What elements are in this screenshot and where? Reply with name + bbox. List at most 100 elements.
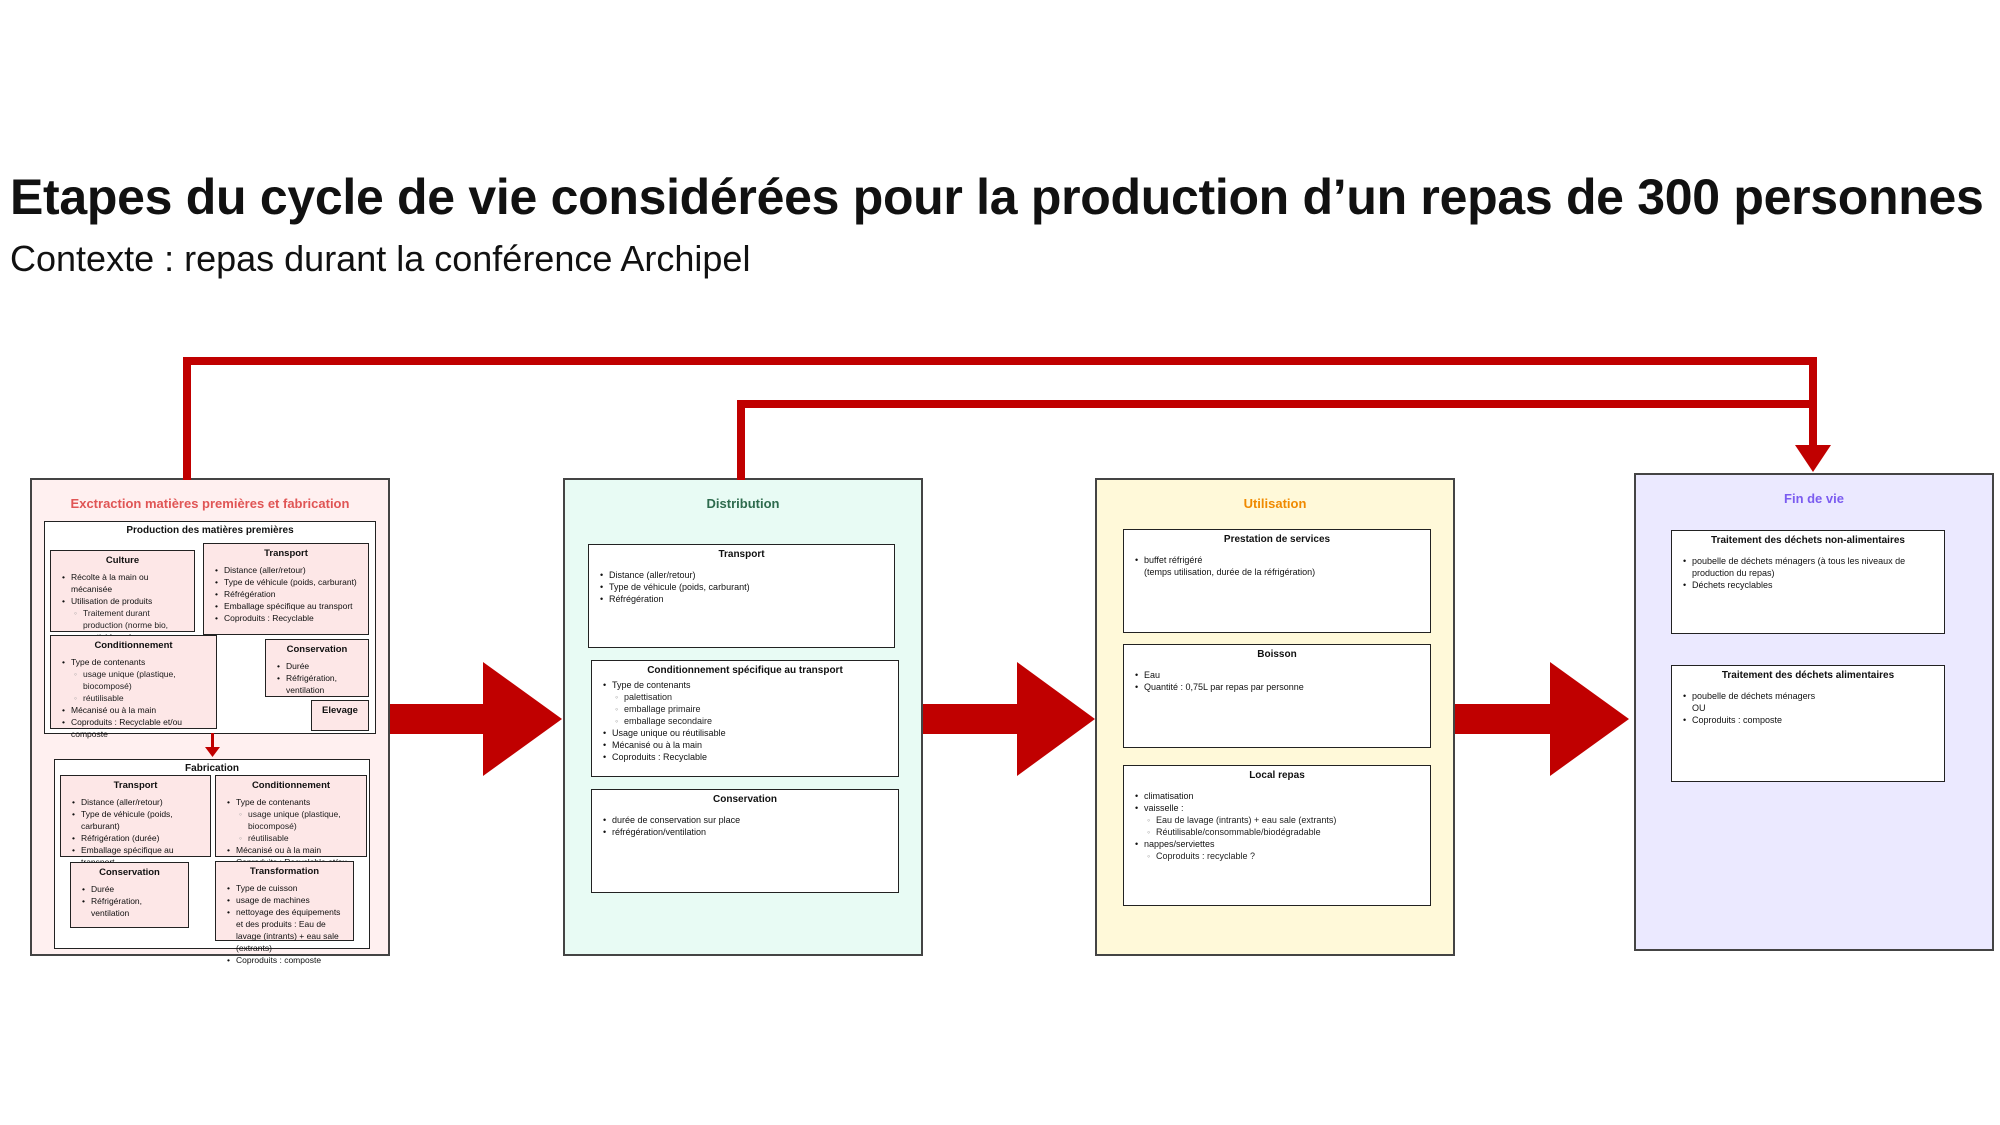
list-item: Usage unique ou réutilisable: [603, 727, 890, 739]
loop-line-top: [183, 357, 1817, 365]
fab-conditionnement-title: Conditionnement: [251, 780, 331, 791]
arrow-production-to-fabrication-line: [211, 733, 214, 750]
list-item: Mécanisé ou à la main: [603, 739, 890, 751]
fab-transformation-box: Transformation Type de cuissonusage de m…: [215, 861, 354, 966]
stage-extraction-title: Exctraction matières premières et fabric…: [70, 496, 350, 511]
list-item: nappes/serviettes: [1135, 838, 1422, 850]
list-item: Récolte à la main ou mécanisée: [62, 571, 186, 595]
elevage-box: Elevage: [311, 700, 369, 731]
list-item: Distance (aller/retour): [72, 796, 202, 808]
list-item: Réfrigération (durée): [72, 832, 202, 844]
dechets-non-alimentaires-box: Traitement des déchets non-alimentaires …: [1671, 530, 1945, 634]
page-subtitle: Contexte : repas durant la conférence Ar…: [10, 238, 751, 279]
fabrication-group: Fabrication Transport Distance (aller/re…: [54, 759, 370, 966]
fabrication-title: Fabrication: [185, 763, 239, 774]
dist-conditionnement-box: Conditionnement spécifique au transport …: [591, 660, 899, 777]
arrow-production-to-fabrication-head: [205, 747, 220, 757]
dist-conditionnement-title: Conditionnement spécifique au transport: [647, 665, 843, 676]
prestation-box: Prestation de services buffet réfrigéré(…: [1123, 529, 1431, 633]
list-item: réfrégération/ventilation: [603, 826, 890, 838]
sub-list-item: réutilisable: [71, 692, 208, 704]
list-item: Distance (aller/retour): [600, 569, 886, 581]
list-item: poubelle de déchets ménagers: [1683, 690, 1936, 702]
arrow-distribution-to-utilisation: [923, 662, 1095, 776]
arrow-extraction-to-distribution: [390, 662, 562, 776]
list-item: Emballage spécifique au transport: [215, 600, 360, 612]
list-item: (temps utilisation, durée de la réfrigér…: [1144, 567, 1316, 577]
culture-title: Culture: [105, 555, 140, 566]
fab-conservation-box: Conservation DuréeRéfrigération, ventila…: [70, 862, 189, 928]
list-item: Quantité : 0,75L par repas par personne: [1135, 681, 1422, 693]
stage-utilisation: Utilisation Prestation de services buffe…: [1095, 478, 1455, 956]
fab-transformation-title: Transformation: [249, 866, 320, 877]
page-title: Etapes du cycle de vie considérées pour …: [10, 169, 1984, 225]
list-item: Utilisation de produits: [62, 595, 186, 607]
loop-line-second-riser: [737, 400, 745, 480]
list-item: Durée: [277, 660, 360, 672]
list-item: Type de contenants: [227, 796, 358, 808]
list-item: Type de contenants: [62, 656, 208, 668]
list-item: climatisation: [1135, 790, 1422, 802]
sub-list-item: emballage primaire: [612, 703, 890, 715]
boisson-title: Boisson: [1257, 649, 1297, 660]
stage-distribution-title: Distribution: [706, 496, 780, 511]
list-item: OU: [1692, 703, 1706, 713]
dechets-alimentaires-box: Traitement des déchets alimentaires poub…: [1671, 665, 1945, 782]
loop-arrowhead-down: [1795, 445, 1831, 472]
list-item: usage de machines: [227, 894, 345, 906]
list-item: Coproduits : composte: [1683, 714, 1936, 726]
stage-utilisation-title: Utilisation: [1243, 496, 1307, 511]
prod-conservation-box: Conservation DuréeRéfrigération, ventila…: [265, 639, 369, 697]
list-item: Type de véhicule (poids, carburant): [600, 581, 886, 593]
dist-conservation-box: Conservation durée de conservation sur p…: [591, 789, 899, 893]
sub-list-item: palettisation: [612, 691, 890, 703]
dechets-alimentaires-title: Traitement des déchets alimentaires: [1721, 670, 1895, 681]
fab-conservation-title: Conservation: [99, 867, 160, 878]
sub-list-item: Réutilisable/consommable/biodégradable: [1144, 826, 1422, 838]
stage-fin-de-vie: Fin de vie Traitement des déchets non-al…: [1634, 473, 1994, 951]
sub-list-item: usage unique (plastique, biocomposé): [71, 668, 208, 692]
fab-transport-title: Transport: [113, 780, 158, 791]
dist-conservation-title: Conservation: [713, 794, 777, 805]
sub-list-item: réutilisable: [236, 832, 358, 844]
dechets-non-alimentaires-title: Traitement des déchets non-alimentaires: [1711, 535, 1905, 546]
dist-transport-title: Transport: [718, 549, 765, 560]
loop-line-second: [737, 400, 1817, 408]
fab-transport-box: Transport Distance (aller/retour)Type de…: [60, 775, 211, 880]
list-item: vaisselle :: [1135, 802, 1422, 814]
list-item: nettoyage des équipements et des produit…: [227, 906, 345, 954]
sub-list-item: emballage secondaire: [612, 715, 890, 727]
list-item: Réfrégération: [600, 593, 886, 605]
list-item: Type de véhicule (poids, carburant): [215, 576, 360, 588]
list-item: Type de véhicule (poids, carburant): [72, 808, 202, 832]
elevage-title: Elevage: [322, 705, 358, 716]
stage-distribution: Distribution Transport Distance (aller/r…: [563, 478, 923, 956]
arrow-utilisation-to-fin-de-vie: [1455, 662, 1629, 776]
sub-list-item: Eau de lavage (intrants) + eau sale (ext…: [1144, 814, 1422, 826]
list-item: Coproduits : Recyclable: [603, 751, 890, 763]
prod-transport-title: Transport: [264, 548, 308, 559]
list-item: Mécanisé ou à la main: [227, 844, 358, 856]
boisson-box: Boisson EauQuantité : 0,75L par repas pa…: [1123, 644, 1431, 748]
sub-list-item: Coproduits : recyclable ?: [1144, 850, 1422, 862]
list-item: Distance (aller/retour): [215, 564, 360, 576]
list-item: Type de cuisson: [227, 882, 345, 894]
list-item: Durée: [82, 883, 180, 895]
prod-conservation-title: Conservation: [286, 644, 348, 655]
dist-transport-box: Transport Distance (aller/retour)Type de…: [588, 544, 895, 648]
list-item: Type de contenants: [603, 679, 890, 691]
list-item: Coproduits : composte: [227, 954, 345, 966]
stage-fin-de-vie-title: Fin de vie: [1784, 491, 1844, 506]
list-item: buffet réfrigéré: [1135, 554, 1422, 566]
prod-transport-box: Transport Distance (aller/retour)Type de…: [203, 543, 369, 635]
list-item: Mécanisé ou à la main: [62, 704, 208, 716]
list-item: Coproduits : Recyclable et/ou composte: [62, 716, 208, 740]
prod-conditionnement-title: Conditionnement: [94, 640, 173, 651]
local-repas-box: Local repas climatisationvaisselle :Eau …: [1123, 765, 1431, 906]
list-item: Réfrégération: [215, 588, 360, 600]
list-item: Coproduits : Recyclable: [215, 612, 360, 624]
sub-list-item: usage unique (plastique, biocomposé): [236, 808, 358, 832]
local-repas-title: Local repas: [1249, 770, 1305, 781]
list-item: Réfrigération, ventilation: [277, 672, 360, 696]
